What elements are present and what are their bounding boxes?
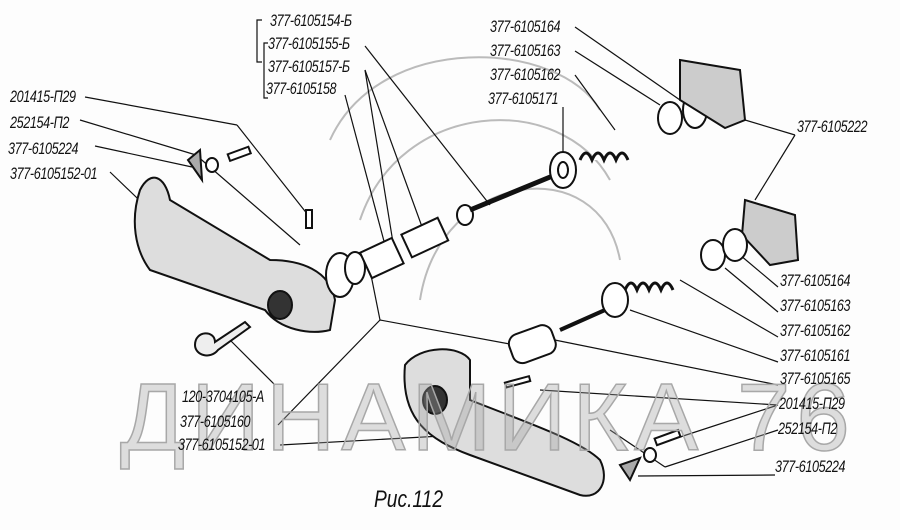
leader-lines bbox=[79, 19, 796, 477]
part-label: 377-6105163 bbox=[780, 296, 851, 315]
part-label: 377-6105161 bbox=[780, 346, 851, 365]
part-label: 252154-П2 bbox=[778, 419, 837, 438]
part-label: 377-6105158 bbox=[266, 79, 337, 98]
part-label: 201415-П29 bbox=[10, 87, 76, 106]
part-label: 120-3704105-А bbox=[182, 387, 264, 406]
part-label: 201415-П29 bbox=[779, 394, 845, 413]
part-label: 377-6105164 bbox=[780, 271, 851, 290]
part-label: 377-6105152-01 bbox=[178, 435, 266, 454]
part-label: 252154-П2 bbox=[10, 113, 69, 132]
part-label: 377-6105171 bbox=[488, 89, 559, 108]
part-label: 377-6105224 bbox=[775, 457, 846, 476]
part-label: 377-6105162 bbox=[490, 65, 561, 84]
figure-caption: Рис.112 bbox=[374, 486, 444, 513]
part-label: 377-6105152-01 bbox=[10, 164, 98, 183]
part-label: 377-6105165 bbox=[780, 369, 851, 388]
part-label: 377-6105160 bbox=[180, 412, 251, 431]
part-label: 377-6105155-Б bbox=[268, 34, 350, 53]
part-label: 377-6105154-Б bbox=[270, 11, 352, 30]
part-label: 377-6105157-Б bbox=[268, 57, 350, 76]
parts bbox=[133, 58, 800, 497]
part-label: 377-6105224 bbox=[8, 139, 79, 158]
part-label: 377-6105164 bbox=[490, 17, 561, 36]
part-label: 377-6105222 bbox=[797, 117, 868, 136]
part-label: 377-6105162 bbox=[780, 321, 851, 340]
part-label: 377-6105163 bbox=[490, 41, 561, 60]
